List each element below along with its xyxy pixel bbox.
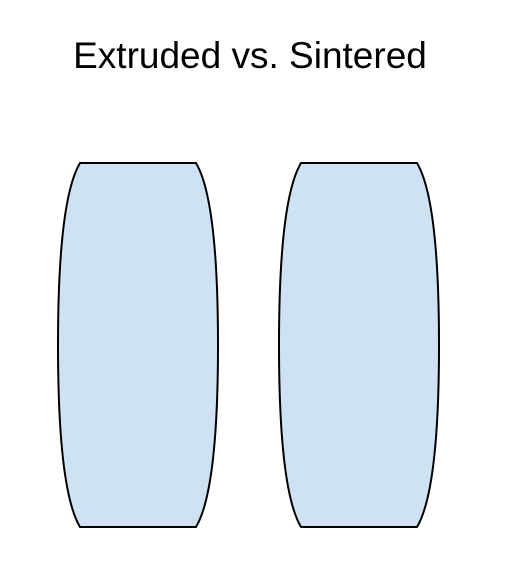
sintered-cylinder-shape [277, 162, 441, 528]
extruded-cylinder-shape [56, 162, 220, 528]
diagram-title: Extruded vs. Sintered [73, 35, 427, 76]
